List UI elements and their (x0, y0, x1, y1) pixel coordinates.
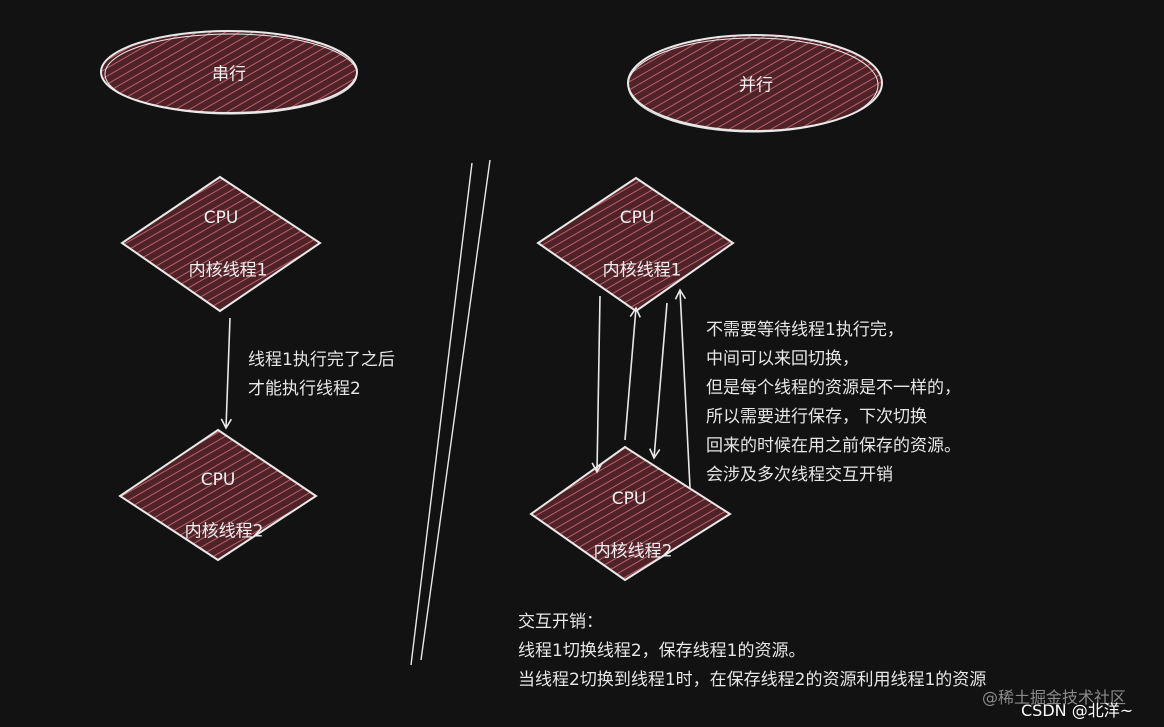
parallel-bottom-node-thread: 内核线程2 (593, 541, 673, 562)
serial-top-node-cpu: CPU (203, 208, 239, 228)
serial-arrow-note-line: 才能执行线程2 (248, 379, 361, 399)
parallel-note-line: 中间可以来回切换， (706, 349, 859, 369)
serial-arrow-note-line: 线程1执行完了之后 (248, 350, 395, 370)
serial-bottom-node-thread: 内核线程2 (184, 521, 264, 542)
parallel-arrow-up-1 (624, 306, 641, 441)
parallel-bottom-diamond (529, 445, 732, 582)
parallel-arrow-down-2 (649, 302, 668, 460)
parallel-top-diamond (536, 176, 735, 313)
parallel-title: 并行 (739, 75, 773, 96)
csdn-watermark: CSDN @北洋~ (1021, 701, 1134, 720)
parallel-side-note: 不需要等待线程1执行完， 中间可以来回切换， 但是每个线程的资源是不一样的， 所… (706, 316, 961, 490)
parallel-top-node-cpu: CPU (619, 208, 655, 228)
overhead-note: 交互开销： 线程1切换线程2，保存线程1的资源。 当线程2切换到线程1时，在保存… (518, 608, 986, 695)
serial-arrow (220, 317, 233, 430)
parallel-top-node-thread: 内核线程1 (602, 260, 682, 281)
serial-title-ellipse (100, 30, 358, 115)
juejin-watermark: @稀土掘金技术社区 (982, 688, 1127, 707)
section-divider (410, 159, 491, 666)
serial-top-node-thread: 内核线程1 (188, 260, 268, 281)
parallel-arrow-up-2 (674, 288, 691, 489)
parallel-title-ellipse (627, 34, 883, 133)
parallel-note-line: 不需要等待线程1执行完， (706, 320, 904, 340)
serial-bottom-diamond (118, 428, 318, 562)
overhead-note-line: 线程1切换线程2，保存线程1的资源。 (518, 641, 806, 661)
parallel-note-line: 回来的时候在用之前保存的资源。 (706, 436, 961, 456)
serial-arrow-note: 线程1执行完了之后 才能执行线程2 (248, 346, 395, 404)
serial-top-diamond (120, 175, 322, 313)
overhead-note-line: 交互开销： (518, 612, 603, 632)
parallel-note-line: 但是每个线程的资源是不一样的， (706, 378, 961, 398)
serial-bottom-node-cpu: CPU (200, 470, 236, 490)
serial-title: 串行 (212, 64, 246, 85)
overhead-note-line: 当线程2切换到线程1时，在保存线程2的资源利用线程1的资源 (518, 670, 987, 690)
parallel-note-line: 所以需要进行保存，下次切换 (706, 407, 927, 427)
parallel-bottom-node-cpu: CPU (611, 489, 647, 509)
parallel-note-line: 会涉及多次线程交互开销 (706, 465, 893, 485)
parallel-arrow-down-1 (591, 295, 603, 474)
